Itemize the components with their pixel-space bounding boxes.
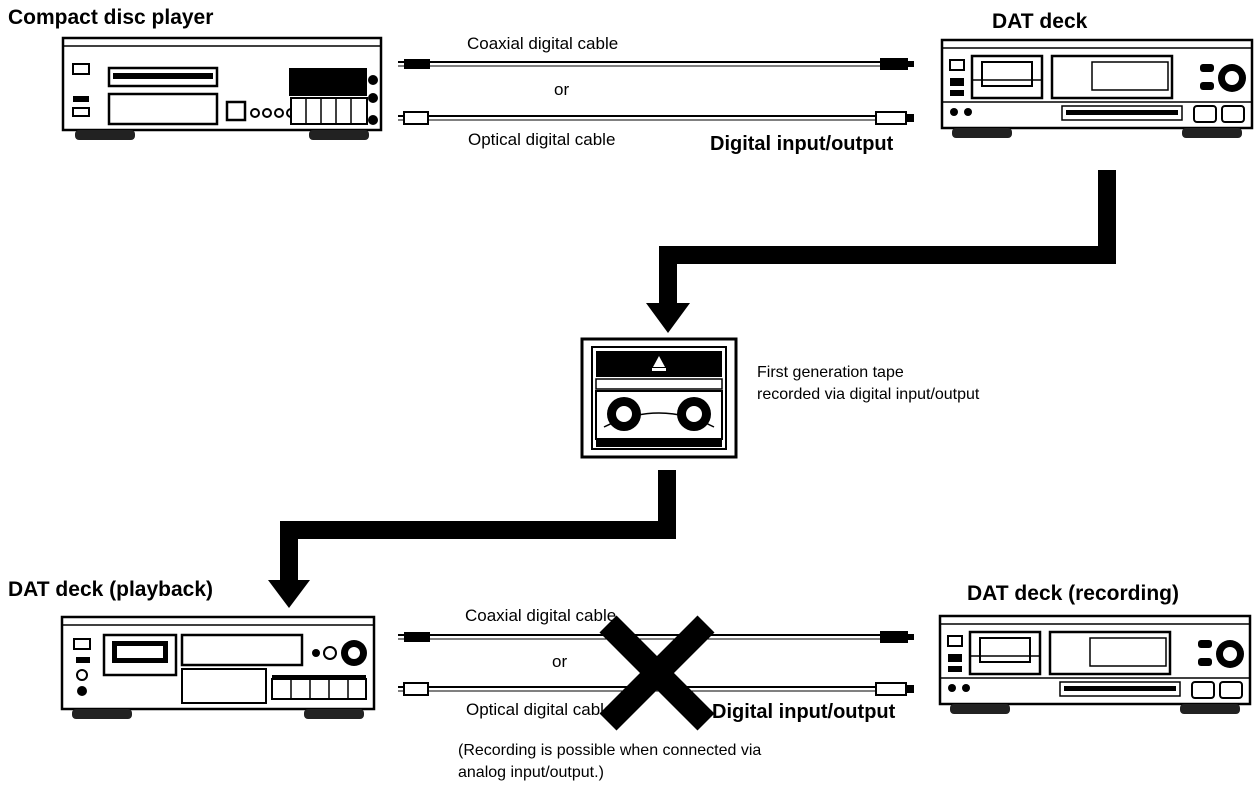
coaxial-cable-top bbox=[398, 58, 914, 70]
dat-deck-title: DAT deck bbox=[992, 10, 1088, 33]
flow-arrow-1 bbox=[659, 170, 1116, 305]
or-label-top: or bbox=[554, 80, 570, 99]
tape-caption-line1: First generation tape bbox=[757, 364, 904, 381]
prohibited-x-icon bbox=[599, 615, 715, 731]
dat-deck-top-icon bbox=[940, 38, 1254, 140]
optical-cable-top bbox=[398, 111, 914, 125]
optical-cable-label-bottom: Optical digital cable bbox=[466, 700, 614, 719]
dat-tape-icon bbox=[580, 337, 738, 459]
or-label-bottom: or bbox=[552, 652, 568, 671]
dat-deck-playback-title: DAT deck (playback) bbox=[8, 578, 214, 601]
analog-note-line2: analog input/output.) bbox=[458, 764, 604, 781]
coaxial-cable-label-top: Coaxial digital cable bbox=[467, 34, 619, 53]
coaxial-cable-label-bottom: Coaxial digital cable bbox=[465, 606, 617, 625]
digital-io-label-top: Digital input/output bbox=[710, 133, 894, 155]
optical-cable-label-top: Optical digital cable bbox=[468, 130, 616, 149]
coaxial-cable-bottom bbox=[398, 631, 914, 643]
cd-player-icon bbox=[61, 36, 383, 140]
dat-deck-recording-icon bbox=[938, 614, 1252, 716]
cd-player-title: Compact disc player bbox=[8, 6, 214, 29]
flow-arrow-1-head bbox=[646, 303, 690, 333]
flow-arrow-2 bbox=[280, 470, 676, 582]
dat-deck-playback-icon bbox=[60, 615, 376, 719]
tape-caption-line2: recorded via digital input/output bbox=[757, 386, 980, 403]
digital-io-label-bottom: Digital input/output bbox=[712, 701, 896, 723]
flow-arrow-2-head bbox=[268, 580, 310, 608]
analog-note-line1: (Recording is possible when connected vi… bbox=[458, 742, 762, 759]
dat-deck-recording-title: DAT deck (recording) bbox=[967, 582, 1179, 605]
